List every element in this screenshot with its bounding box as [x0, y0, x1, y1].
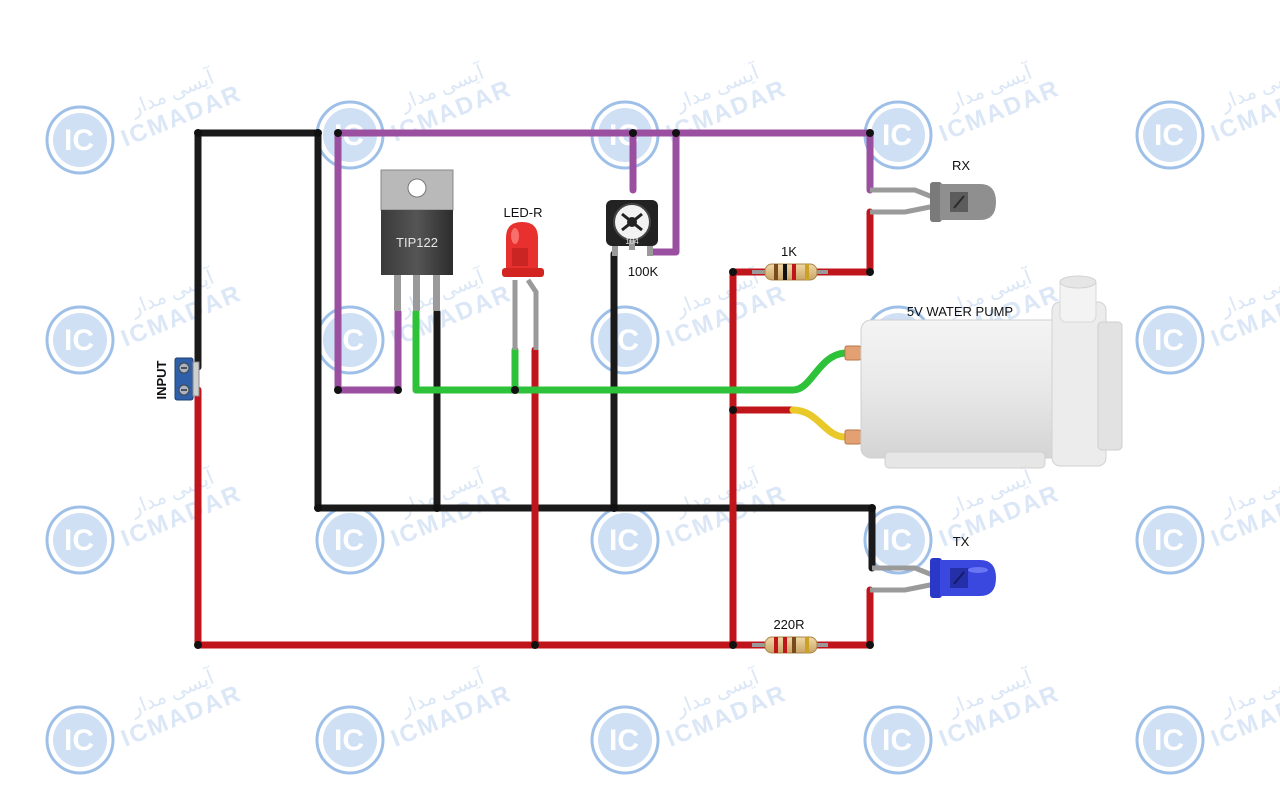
transistor-icon — [380, 169, 454, 311]
junctions — [194, 129, 876, 649]
wire-red — [812, 208, 874, 276]
photodiode-icon — [870, 182, 996, 222]
led-label: LED-R — [503, 205, 542, 220]
resistor-icon — [752, 263, 828, 281]
input-label: INPUT — [154, 360, 169, 399]
wire-yellow — [789, 406, 849, 441]
r1-label: 1K — [781, 244, 797, 259]
rx-label: RX — [952, 158, 970, 173]
wire-green — [412, 308, 849, 394]
resistor-icon — [752, 636, 828, 654]
wire-black — [194, 129, 876, 572]
pump-label: 5V WATER PUMP — [907, 304, 1013, 319]
led-icon — [870, 558, 996, 598]
wire-purple — [334, 129, 874, 394]
tx-label: TX — [953, 534, 970, 549]
potentiometer-icon — [606, 200, 658, 256]
pump-icon — [844, 275, 1123, 469]
pot-label: 100K — [628, 264, 659, 279]
wire-red — [812, 586, 874, 649]
wire-purple — [648, 129, 680, 256]
terminal-block-icon — [174, 357, 200, 401]
wire-red — [729, 268, 772, 649]
transistor-label: TIP122 — [396, 235, 438, 250]
led-icon — [502, 222, 544, 350]
r2-label: 220R — [773, 617, 804, 632]
pot-marking: 104 — [625, 237, 639, 246]
